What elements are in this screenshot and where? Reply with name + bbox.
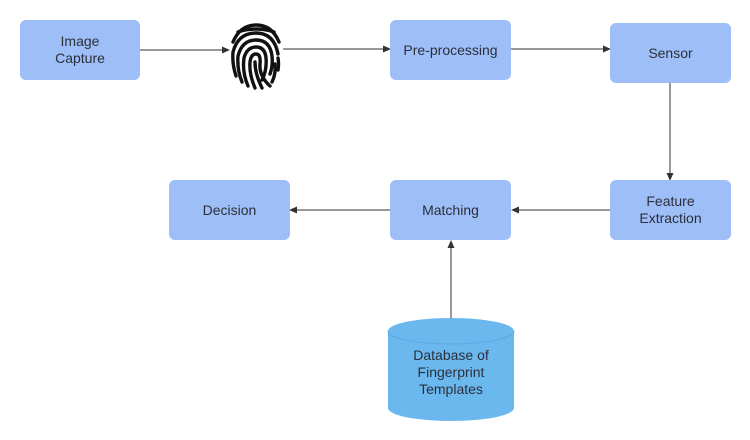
preprocessing-label: Pre-processing [403,41,498,58]
matching-label: Matching [422,201,479,218]
database-cylinder [387,318,515,421]
sensor-label: Sensor [648,44,693,61]
fingerprint-icon [231,23,281,90]
sensor-node: Sensor [610,23,731,83]
feature-extraction-label: Feature Extraction [639,193,702,226]
decision-label: Decision [202,201,257,218]
image-capture-node: Image Capture [20,20,140,80]
database-label: Database of Fingerprint Templates [413,346,489,397]
database-node: Database of Fingerprint Templates [388,336,514,408]
matching-node: Matching [390,180,511,240]
preprocessing-node: Pre-processing [390,20,511,80]
feature-extraction-node: Feature Extraction [610,180,731,240]
image-capture-label: Image Capture [55,33,105,66]
decision-node: Decision [169,180,290,240]
